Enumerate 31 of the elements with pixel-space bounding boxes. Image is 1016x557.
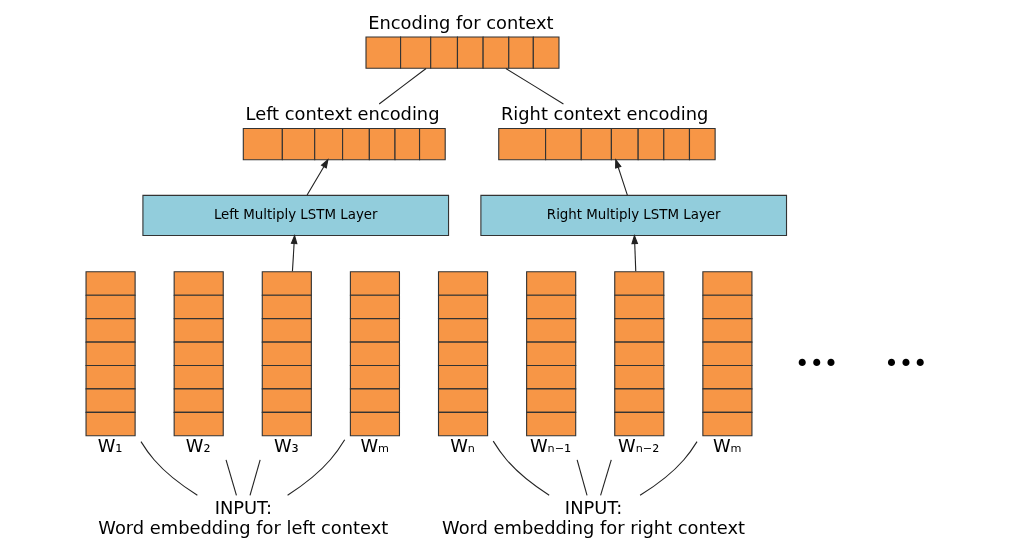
node-label: W₃ — [273, 435, 299, 457]
node-label: Left context encoding — [245, 103, 439, 125]
node-label: W₁ — [97, 435, 123, 457]
connector — [378, 68, 427, 105]
node-label: W₂ — [185, 435, 211, 457]
node-text: INPUT: Word embedding for left context — [97, 497, 388, 539]
connector — [599, 459, 612, 496]
connector — [504, 68, 564, 105]
node-label: Wₘ — [359, 435, 389, 457]
arrow — [614, 158, 628, 196]
node-label: Wₙ₋₁ — [529, 435, 571, 457]
connector — [286, 439, 345, 496]
node-label: Wₙ — [449, 435, 475, 457]
connector — [639, 441, 698, 496]
node-label: Encoding for context — [367, 11, 553, 33]
node-box: Right Multiply LSTM Layer — [479, 194, 787, 237]
node-box: Left Multiply LSTM Layer — [141, 194, 449, 237]
connector — [576, 459, 588, 496]
node-label: Wₘ — [712, 435, 742, 457]
connector — [248, 459, 261, 496]
node-label: Wₙ₋₂ — [617, 435, 659, 457]
label: ••• — [794, 348, 838, 378]
arrow — [630, 234, 638, 272]
connector — [224, 459, 237, 496]
arrow — [290, 234, 298, 272]
node-text: INPUT: Word embedding for right context — [441, 497, 745, 539]
node-label: Right context encoding — [500, 103, 708, 125]
connector — [139, 441, 198, 496]
label: ••• — [883, 348, 928, 378]
arrow — [306, 158, 329, 196]
connector — [492, 440, 550, 496]
